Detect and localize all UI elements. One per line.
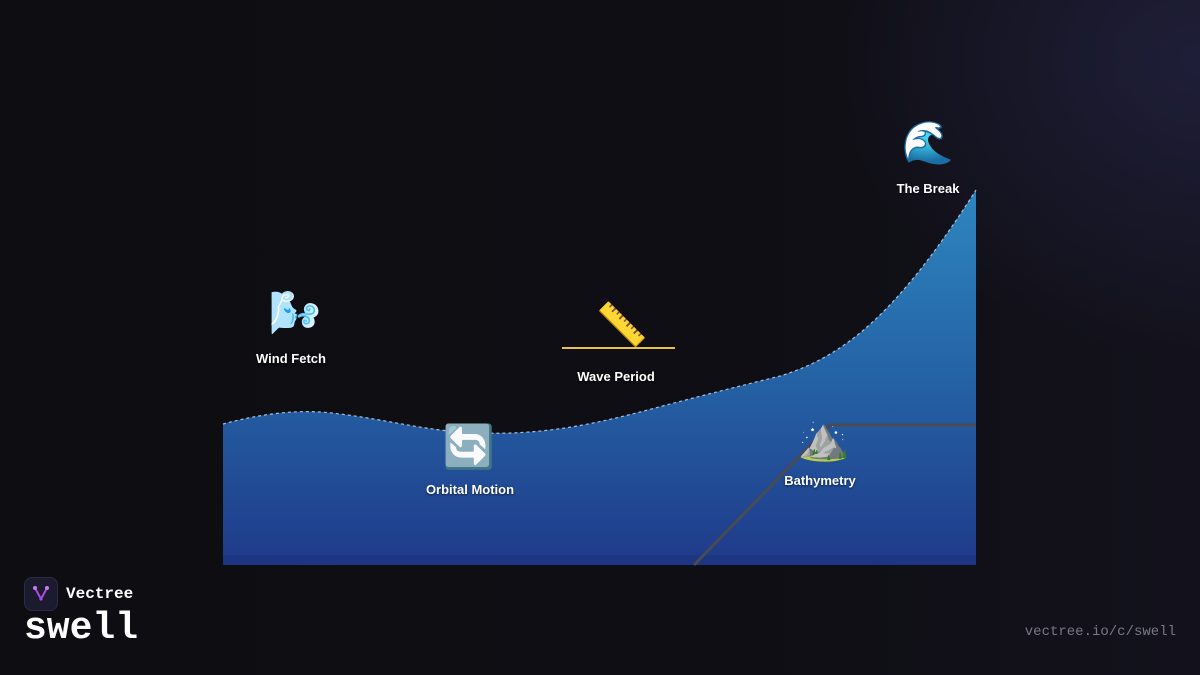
counterclockwise-arrows-icon: 🔄 [442, 422, 496, 471]
label-the-break: The Break [896, 181, 960, 196]
label-wind-fetch: Wind Fetch [256, 351, 326, 366]
mountain-icon: ⛰️ [797, 414, 851, 463]
label-bathymetry: Bathymetry [784, 473, 856, 488]
product-name: swell [24, 607, 139, 650]
ruler-icon: 📏 [595, 300, 649, 349]
water-body [223, 190, 976, 565]
wind-face-icon: 🌬️ [268, 288, 322, 337]
brand-name: Vectree [66, 585, 134, 603]
water-bottom-band [223, 555, 976, 565]
brand: Vectree [24, 577, 133, 611]
label-orbital-motion: Orbital Motion [425, 482, 515, 497]
water-wave-icon: 🌊 [901, 118, 955, 167]
page-url[interactable]: vectree.io/c/swell [1024, 624, 1176, 640]
seafloor-line [692, 423, 976, 567]
vectree-logo-icon [24, 577, 58, 611]
label-wave-period: Wave Period [577, 369, 655, 384]
wave-surface-line [222, 189, 977, 434]
